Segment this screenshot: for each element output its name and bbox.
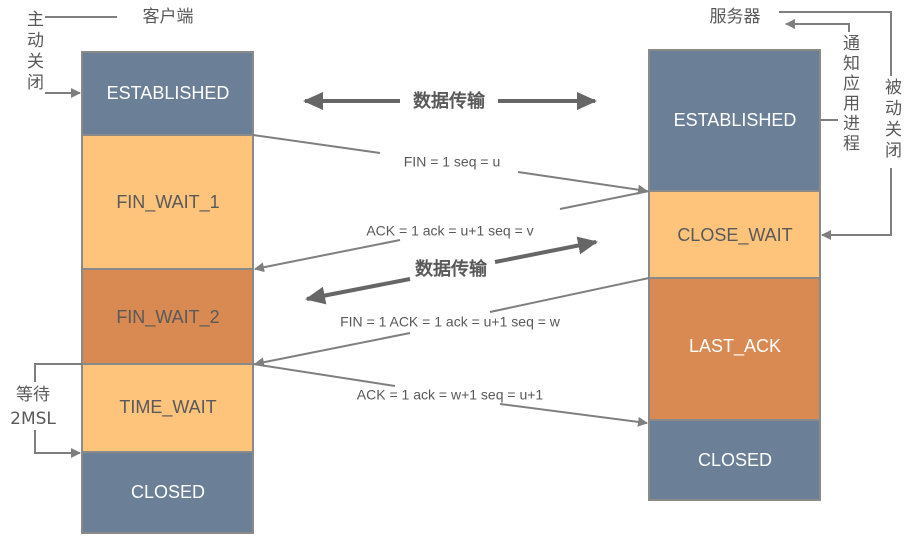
client-state-fin-wait-2: [81, 268, 254, 365]
message-label: ACK = 1 ack = w+1 seq = u+1: [357, 387, 544, 403]
data-transfer-top: 数据传输: [303, 90, 597, 112]
message-label: ACK = 1 ack = u+1 seq = v: [366, 223, 533, 239]
message-ack-v: ACK = 1 ack = u+1 seq = v: [254, 190, 650, 273]
active-close-annotation: [45, 16, 117, 98]
client-state-fin-wait-1: [81, 134, 254, 270]
client-state-label: CLOSED: [131, 482, 205, 502]
client-state-label: FIN_WAIT_2: [116, 307, 219, 328]
notify-app-annotation: [785, 19, 850, 121]
server-column: ESTABLISHED CLOSE_WAIT LAST_ACK CLOSED: [648, 49, 821, 501]
wait-2msl-annotation: 等待 2MSL: [10, 363, 82, 458]
server-title: 服务器: [710, 7, 761, 27]
server-state-label: LAST_ACK: [689, 336, 781, 357]
data-transfer-diagonal: 数据传输: [305, 236, 598, 305]
client-state-label: ESTABLISHED: [107, 83, 230, 103]
data-transfer-label: 数据传输: [413, 90, 486, 112]
client-state-time-wait: [81, 363, 254, 453]
server-state-label: CLOSED: [698, 450, 772, 470]
server-state-established: [648, 49, 821, 192]
client-state-closed: [81, 451, 254, 534]
active-close-label: 主动关闭: [23, 10, 43, 94]
passive-close-annotation: [779, 11, 892, 240]
passive-close-label: 被动关闭: [881, 78, 901, 162]
wait-label: 等待: [16, 385, 50, 405]
message-label: FIN = 1 seq = u: [404, 154, 501, 170]
data-transfer-label: 数据传输: [415, 258, 488, 280]
server-state-label: CLOSE_WAIT: [677, 225, 792, 246]
server-state-closed: [648, 419, 821, 501]
message-fin-w: FIN = 1 ACK = 1 ack = u+1 seq = w: [254, 277, 650, 368]
message-label: FIN = 1 ACK = 1 ack = u+1 seq = w: [340, 314, 561, 330]
message-fin-u: FIN = 1 seq = u: [252, 134, 648, 195]
server-state-label: ESTABLISHED: [674, 110, 797, 130]
client-state-label: FIN_WAIT_1: [116, 192, 219, 213]
notify-app-label: 通知应用进程: [839, 34, 859, 154]
wait-2msl-label: 2MSL: [10, 409, 56, 429]
client-state-established: [81, 51, 254, 136]
client-column: ESTABLISHED FIN_WAIT_1 FIN_WAIT_2 TIME_W…: [81, 51, 254, 534]
server-state-last-ack: [648, 277, 821, 421]
client-state-label: TIME_WAIT: [119, 397, 216, 418]
message-ack-w: ACK = 1 ack = w+1 seq = u+1: [252, 363, 648, 427]
client-title: 客户端: [143, 7, 194, 27]
